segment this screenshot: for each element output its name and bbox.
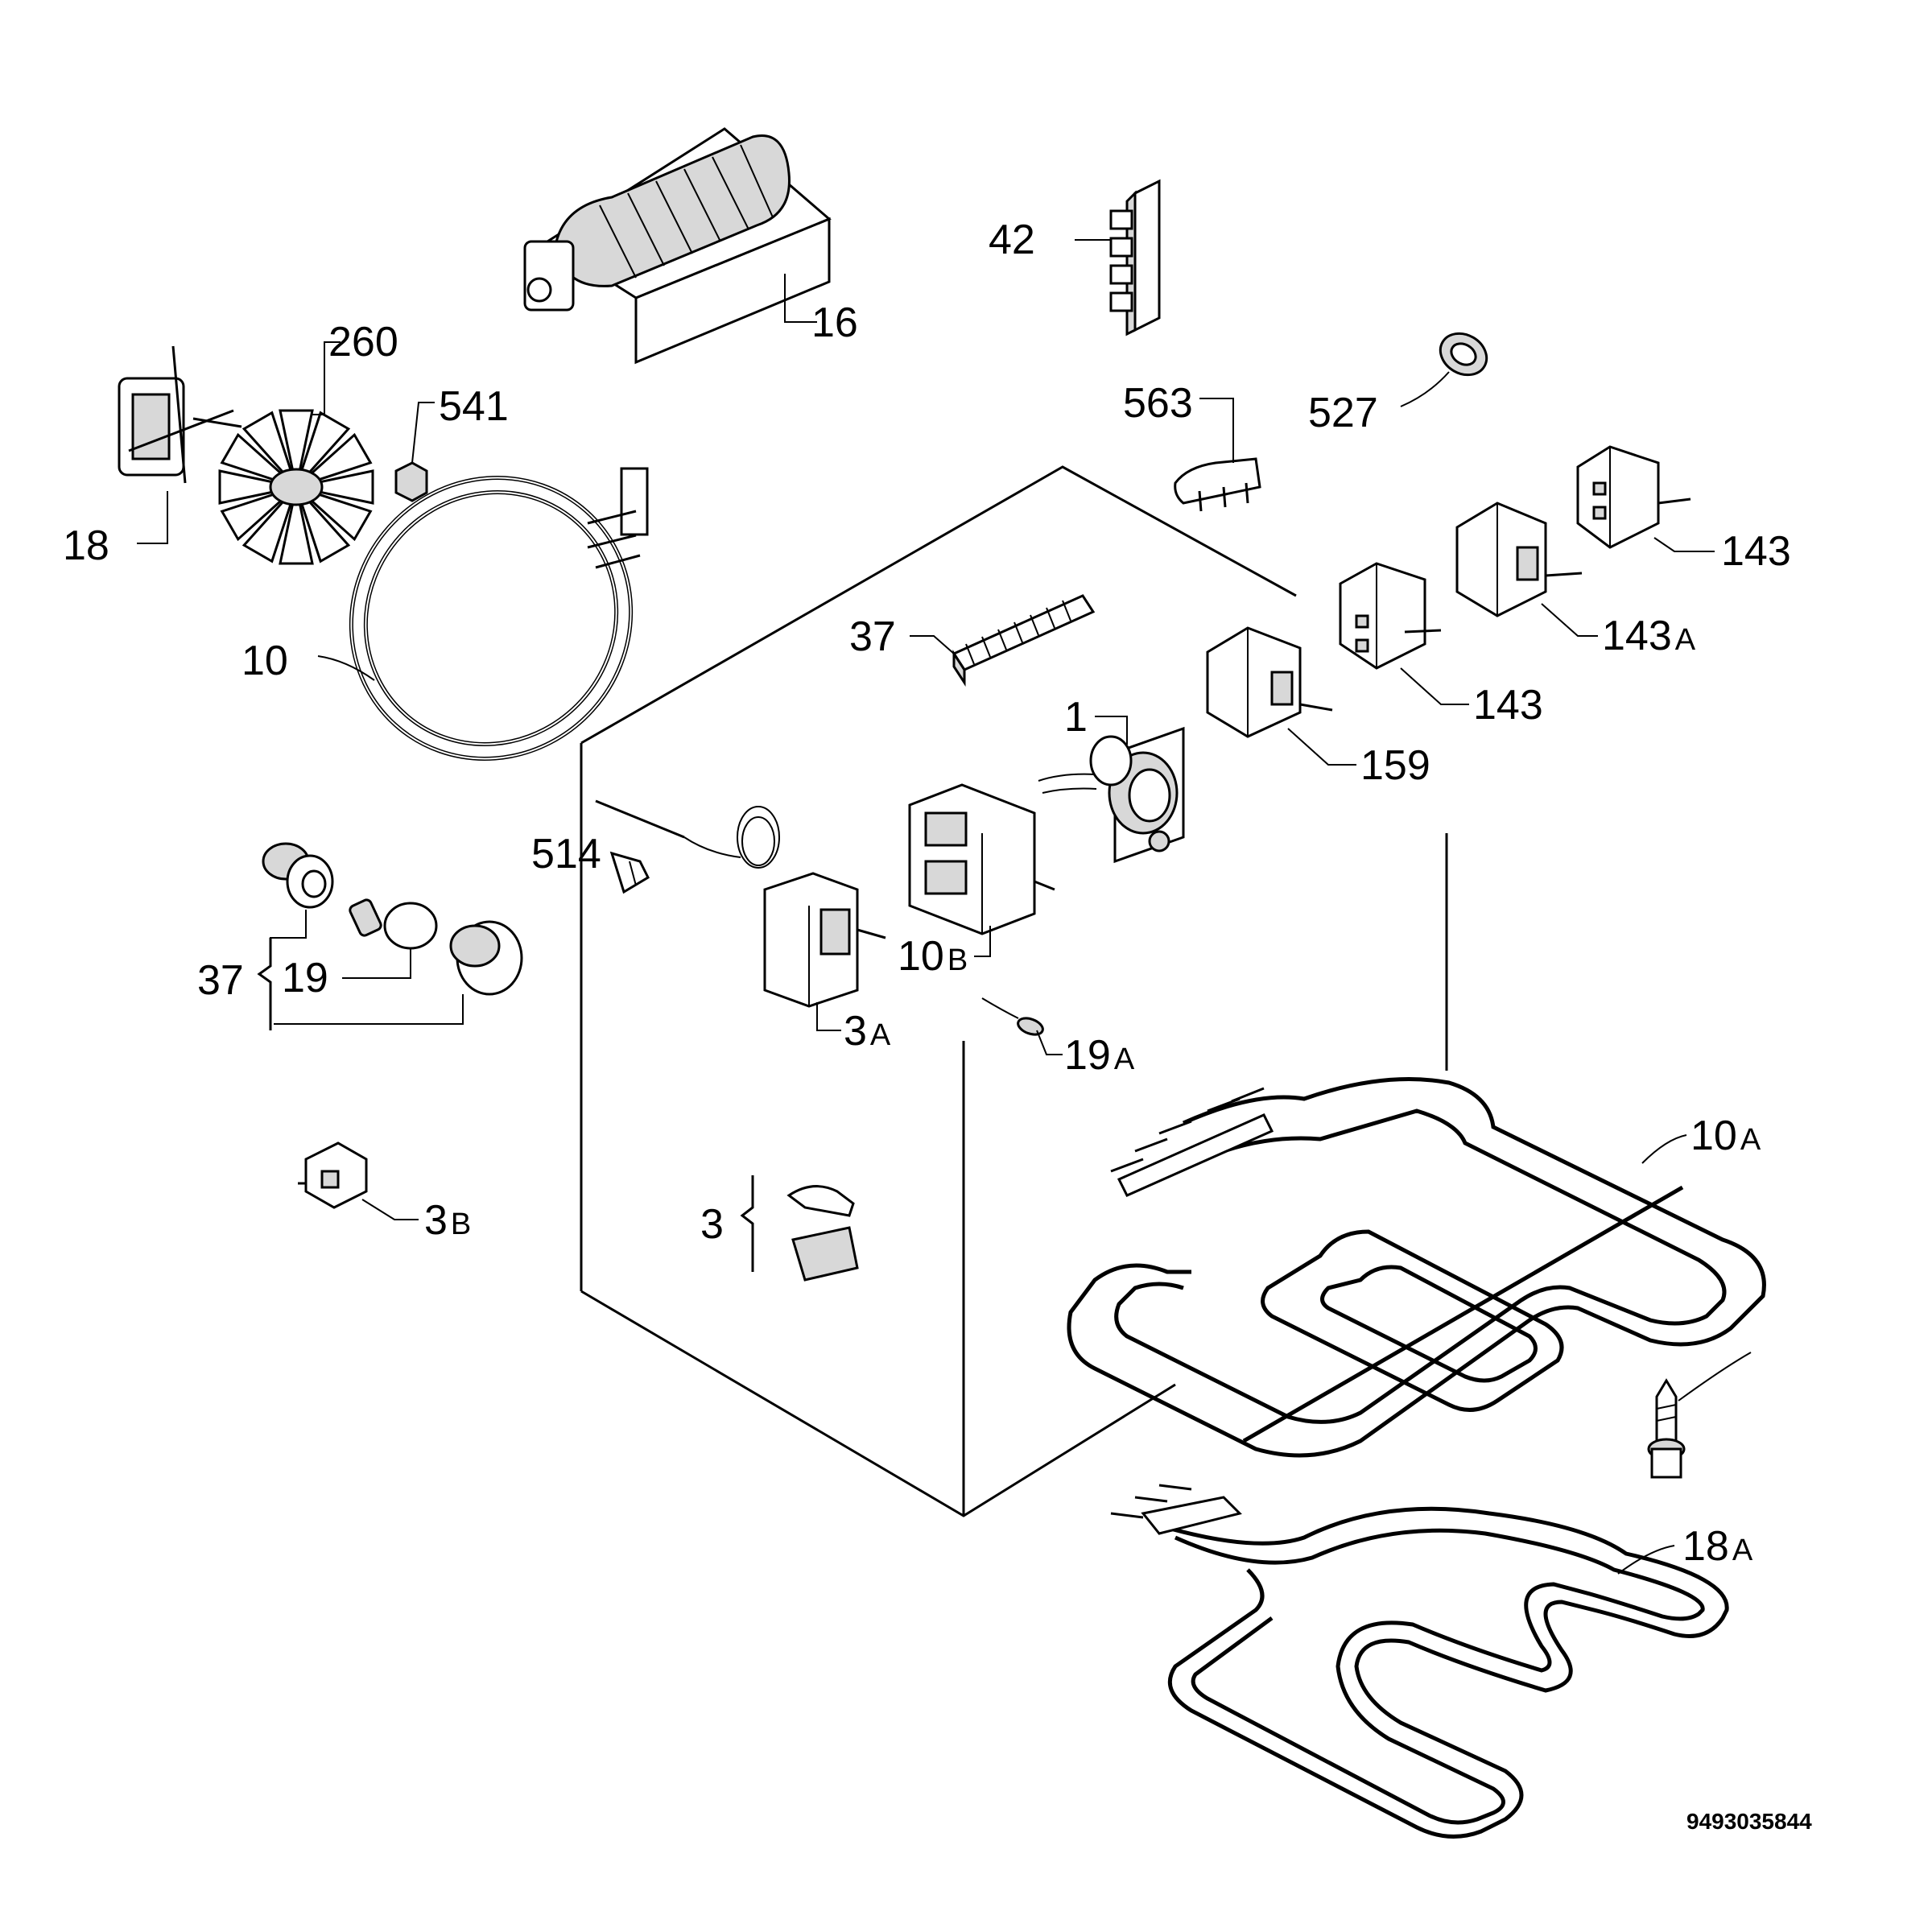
label-159: 260	[328, 319, 398, 365]
terminal-strip-37a-part	[1075, 179, 1161, 336]
grill-element-10a-part	[1067, 1077, 1766, 1458]
tangential-fan-part	[523, 127, 832, 365]
label-541: 563	[1123, 380, 1193, 427]
connector-541-part	[1174, 398, 1261, 512]
lamp-19a-part	[981, 997, 1063, 1055]
label-527: 541	[439, 383, 509, 430]
limiter-3b-part	[298, 1141, 419, 1220]
lamp-bulb-19-part	[342, 898, 438, 979]
label-260: 514	[531, 831, 601, 877]
lamp-holder-part	[262, 842, 334, 939]
timer-1-part	[1038, 716, 1185, 864]
switch-143-middle-part	[1339, 562, 1469, 705]
nut-527-part	[394, 402, 435, 502]
brace-42	[257, 938, 272, 1030]
label-1: 1	[1064, 694, 1088, 741]
label-143-middle: 143	[1473, 682, 1543, 729]
label-18a: 18	[63, 522, 109, 569]
fan-blades-pattern	[599, 144, 774, 279]
switch-143a-lower-part	[1206, 626, 1356, 766]
foot-563-part	[1647, 1352, 1752, 1479]
grommet-514-part	[1400, 332, 1488, 407]
document-code: 9493035844	[1686, 1809, 1812, 1834]
grill-element-10a-terminals	[1110, 1087, 1265, 1173]
bottom-element-10b-part	[1110, 1484, 1729, 1839]
label-42: 37	[197, 957, 244, 1004]
label-10: 10	[242, 638, 288, 684]
switch-143-top-part	[1576, 445, 1715, 552]
circular-heating-element-part	[317, 467, 649, 761]
label-18: 16	[811, 299, 858, 346]
oven-cavity-outline	[580, 465, 1448, 1517]
label-143-top: 143	[1721, 528, 1791, 575]
terminal-block-teeth	[965, 600, 1071, 665]
label-3: 3	[700, 1201, 724, 1248]
safety-thermostat-3-part	[740, 1175, 859, 1282]
selector-switch-16a-part	[908, 783, 1055, 957]
label-143a-lower: 159	[1360, 742, 1430, 789]
thermostat-3a-part	[595, 799, 886, 1031]
fan-motor-part	[118, 345, 242, 544]
lamp-glass-cover-part	[274, 920, 523, 1025]
label-514: 527	[1308, 390, 1378, 436]
label-37a: 42	[989, 217, 1035, 263]
fan-blade-wheel-part	[218, 341, 374, 565]
label-19: 19	[282, 955, 328, 1001]
switch-143a-upper-part	[1455, 502, 1598, 637]
terminal-block-37-part	[910, 594, 1096, 687]
clip-260-part	[609, 851, 650, 894]
label-37: 37	[849, 613, 896, 660]
